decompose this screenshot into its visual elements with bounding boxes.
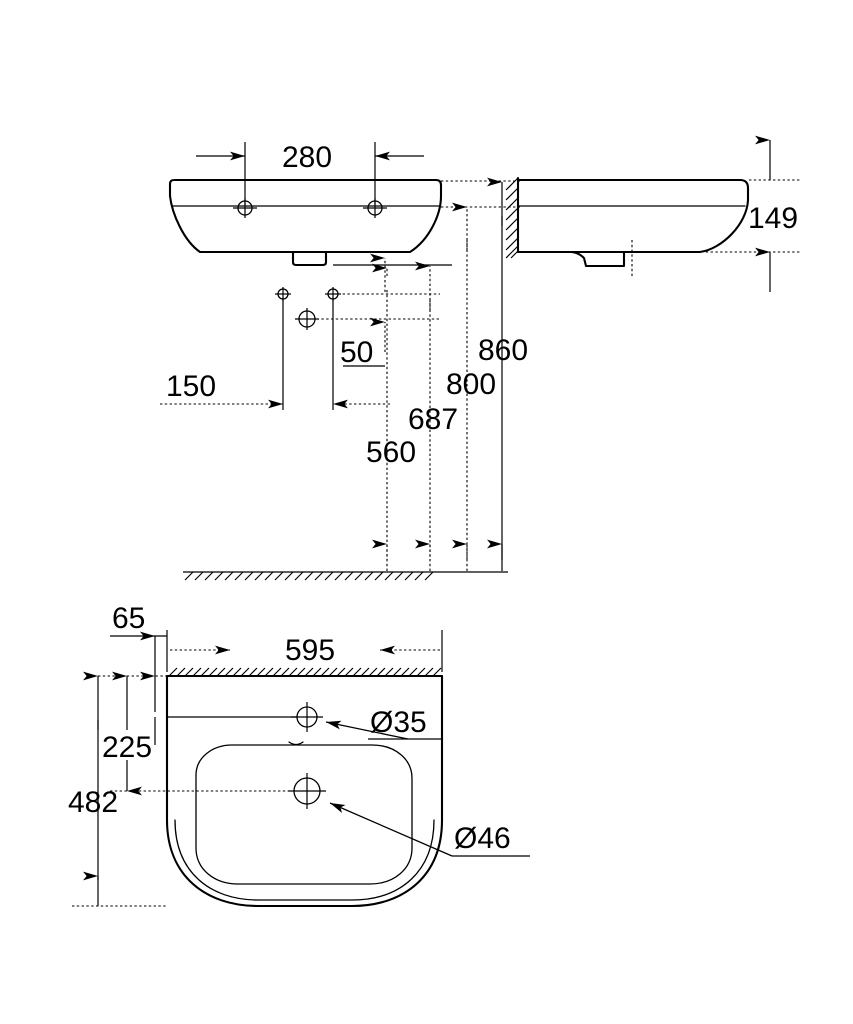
floor-hatching xyxy=(184,571,434,581)
dim-label-50: 50 xyxy=(340,336,373,369)
dim-label-225: 225 xyxy=(102,731,152,764)
dim-label-560: 560 xyxy=(366,436,416,469)
basin-plan-bowl-outline xyxy=(195,744,413,885)
plan-view: Ø35 Ø46 595 65 225 482 xyxy=(68,602,530,908)
front-elevation-view: 280 50 150 xyxy=(160,141,528,581)
side-elevation-view: 149 xyxy=(505,135,800,292)
dim-label-482: 482 xyxy=(68,786,118,819)
leader-line-d46 xyxy=(329,802,453,857)
basin-plan-outer-outline xyxy=(165,674,444,908)
dim-label-860: 860 xyxy=(478,334,528,367)
dim-label-687: 687 xyxy=(408,403,458,436)
dim-label-150: 150 xyxy=(166,370,216,403)
basin-side-outline xyxy=(516,178,750,254)
wall-hatching-side xyxy=(505,177,519,259)
dim-label-d35: Ø35 xyxy=(370,706,427,739)
dim-label-65: 65 xyxy=(112,602,145,635)
basin-front-outline xyxy=(168,178,443,254)
leader-line-d35 xyxy=(325,720,409,740)
wall-hatching-plan xyxy=(168,667,442,677)
basin-plan-overflow-notch xyxy=(288,741,304,746)
dim-label-800: 800 xyxy=(446,368,496,401)
basin-front-waste-nub xyxy=(291,250,328,267)
basin-plan-rim-inner-curve xyxy=(174,819,435,901)
dim-label-149: 149 xyxy=(748,202,798,235)
dim-label-595: 595 xyxy=(285,634,335,667)
dim-label-280: 280 xyxy=(282,141,332,174)
dim-label-d46: Ø46 xyxy=(454,822,511,855)
basin-side-waste-recess xyxy=(568,250,626,268)
